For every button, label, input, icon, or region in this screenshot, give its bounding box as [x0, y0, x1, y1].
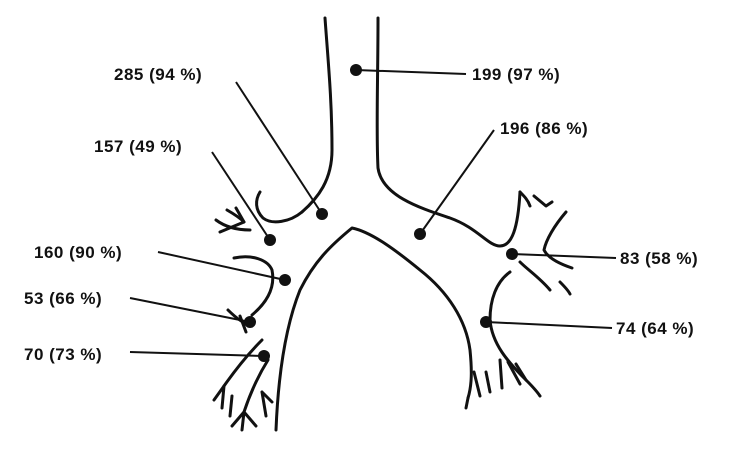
label-right-upper: 157 (49 %) — [94, 137, 182, 156]
right-lower-branch-d — [212, 384, 234, 418]
leader-right-middle — [129, 297, 251, 323]
point-right-middle — [244, 316, 256, 328]
label-left-lower: 74 (64 %) — [616, 319, 694, 338]
leader-left-lower — [485, 321, 613, 329]
leader-trachea — [355, 69, 467, 75]
right-upper-branch-c — [214, 218, 252, 232]
left-lower-branch-b — [498, 358, 528, 390]
right-intermediate-outline — [232, 255, 275, 317]
point-right-main — [316, 208, 328, 220]
right-lower-branch-a — [222, 338, 264, 388]
label-right-middle: 53 (66 %) — [24, 289, 102, 308]
right-lower-branch-b — [242, 358, 270, 414]
right-upper-lobe-outline — [255, 190, 304, 224]
label-right-lower: 70 (73 %) — [24, 345, 102, 364]
point-trachea — [350, 64, 362, 76]
left-upper-branch-b — [542, 210, 574, 270]
left-upper-branch-c — [518, 260, 552, 292]
point-right-lower — [258, 350, 270, 362]
label-left-upper: 83 (58 %) — [620, 249, 698, 268]
labels: 199 (97 %) 285 (94 %) 196 (86 %) 157 (49… — [24, 65, 698, 364]
measurement-points — [244, 64, 518, 362]
leader-lines — [129, 69, 617, 357]
left-upper-branch-d — [558, 280, 572, 296]
leader-left-main — [419, 129, 495, 235]
right-lower-branch-c — [230, 410, 258, 432]
point-right-upper — [264, 234, 276, 246]
leader-left-upper — [511, 253, 617, 259]
airway-outline — [212, 16, 574, 432]
right-upper-branch-b — [218, 206, 246, 234]
leader-right-upper — [211, 151, 271, 241]
point-left-lower — [480, 316, 492, 328]
point-left-main — [414, 228, 426, 240]
label-right-main: 285 (94 %) — [114, 65, 202, 84]
carina-outline — [274, 226, 473, 432]
right-middle-branch-b — [238, 314, 248, 334]
trachea-right-wall — [375, 16, 522, 248]
label-right-intermediate: 160 (90 %) — [34, 243, 122, 262]
leader-right-main — [235, 81, 323, 215]
left-upper-lobe-outline — [518, 190, 532, 208]
right-lower-branch-e — [260, 390, 274, 418]
point-right-intermediate — [279, 274, 291, 286]
label-trachea: 199 (97 %) — [472, 65, 560, 84]
leader-right-intermediate — [157, 251, 286, 281]
label-left-main: 196 (86 %) — [500, 119, 588, 138]
left-upper-branch-a — [532, 194, 554, 208]
leader-right-lower — [129, 351, 265, 357]
left-lower-branch-a — [464, 370, 492, 410]
trachea-left-wall — [300, 16, 334, 214]
left-lower-lobe-outline — [488, 270, 542, 398]
point-left-upper — [506, 248, 518, 260]
